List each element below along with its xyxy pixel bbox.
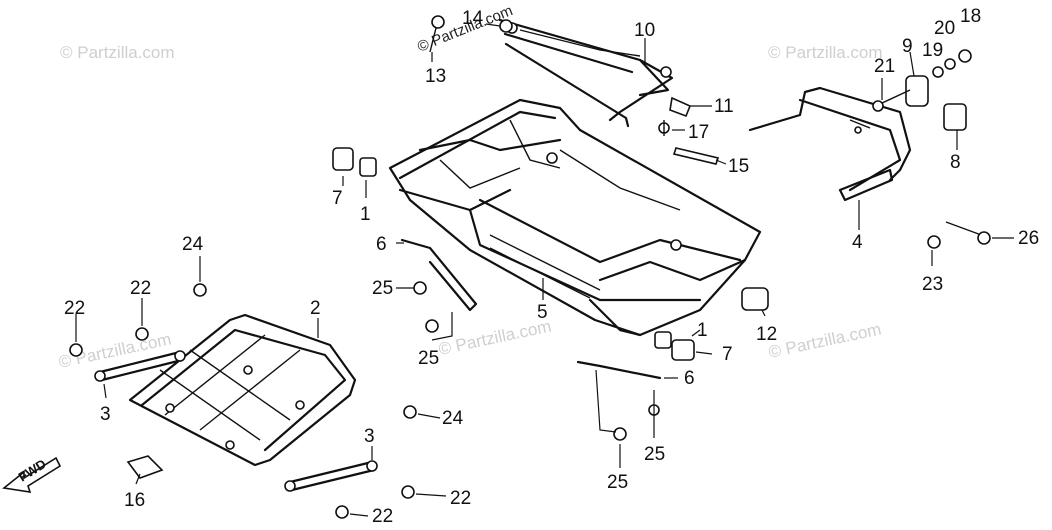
callout-25: 25: [418, 348, 439, 369]
callout-1: 1: [360, 204, 371, 225]
callout-22: 22: [130, 278, 151, 299]
callout-25: 25: [607, 472, 628, 493]
callout-5: 5: [537, 302, 548, 323]
callout-12: 12: [756, 324, 777, 345]
watermark: © Partzilla.com: [768, 43, 883, 62]
callout-1: 1: [697, 320, 708, 341]
watermark: © Partzilla.com: [437, 317, 553, 359]
callout-16: 16: [124, 490, 145, 511]
watermark: © Partzilla.com: [767, 320, 883, 362]
callout-11: 11: [714, 96, 734, 117]
callout-25: 25: [644, 444, 665, 465]
callout-6: 6: [376, 234, 387, 255]
hardware-parts: [69, 15, 991, 519]
callout-10: 10: [634, 20, 655, 41]
callout-25: 25: [372, 278, 393, 299]
callout-15: 15: [728, 156, 749, 177]
callout-7: 7: [332, 188, 343, 209]
callout-24: 24: [442, 408, 464, 429]
watermark: © Partzilla.com: [60, 43, 175, 62]
callout-22: 22: [372, 506, 393, 527]
callout-9: 9: [902, 36, 913, 57]
callout-3: 3: [100, 404, 111, 425]
callout-4: 4: [852, 232, 863, 253]
part-2-front-carrier: [128, 313, 357, 467]
callout-22: 22: [450, 488, 471, 509]
callout-8: 8: [950, 152, 961, 173]
part-3-rods: [94, 350, 378, 492]
callout-24: 24: [182, 234, 204, 255]
callout-labels: 14 13 10 11 17 15 18 20 19 9 21 8 4 26 2…: [64, 6, 1039, 527]
callout-18: 18: [960, 6, 981, 27]
callout-20: 20: [934, 18, 955, 39]
callout-14: 14: [462, 8, 484, 29]
part-4-bracket: [748, 86, 912, 202]
callout-7: 7: [722, 344, 733, 365]
fwd-arrow: FWD: [2, 456, 62, 493]
callout-2: 2: [310, 298, 321, 319]
callout-3: 3: [364, 426, 375, 447]
leader-lines: [75, 23, 1014, 517]
callout-6: 6: [684, 368, 695, 389]
callout-22: 22: [64, 298, 85, 319]
callout-23: 23: [922, 274, 943, 295]
callout-26: 26: [1018, 228, 1039, 249]
callout-17: 17: [688, 122, 709, 143]
part-5-rear-carrier: [388, 98, 762, 337]
callout-19: 19: [922, 40, 943, 61]
callout-21: 21: [874, 56, 895, 77]
callout-13: 13: [425, 66, 446, 87]
